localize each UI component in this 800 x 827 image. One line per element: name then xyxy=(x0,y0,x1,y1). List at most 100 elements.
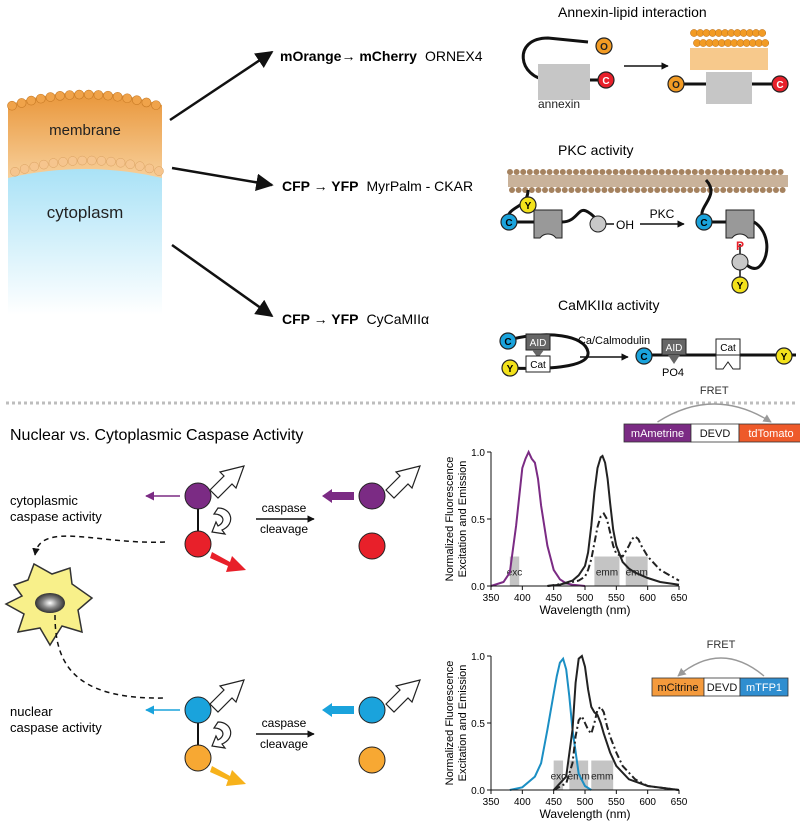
lipid-head xyxy=(764,169,771,175)
lipid-head xyxy=(705,169,711,175)
lipid-head xyxy=(687,187,694,193)
nuclear-probe: nuclear caspase activity caspase cleavag… xyxy=(10,679,421,786)
annexin-bound xyxy=(706,72,752,104)
lipid-head xyxy=(641,187,647,193)
lipid-head xyxy=(691,169,698,175)
lipid-head xyxy=(112,91,123,102)
lipid-head xyxy=(652,169,659,175)
lipid-head xyxy=(513,169,520,175)
lipid-tails xyxy=(508,175,788,187)
annexin-title: Annexin-lipid interaction xyxy=(558,4,707,20)
lipid-head xyxy=(74,89,84,100)
mcitrine-free xyxy=(358,746,386,774)
construct-segment xyxy=(739,677,789,697)
lipid-head xyxy=(645,169,652,175)
excitation-arrow xyxy=(209,465,245,499)
excitation-arrow xyxy=(385,465,421,499)
yellow-emission-arrow xyxy=(210,766,246,786)
x-tick-label: 600 xyxy=(639,797,656,808)
x-tick-label: 450 xyxy=(545,593,562,604)
lipid-head xyxy=(528,187,535,193)
lipid-head xyxy=(744,169,751,175)
cell-membrane-illustration: membrane cytoplasm xyxy=(7,89,164,315)
lipid-head xyxy=(45,92,56,102)
lipid-head xyxy=(535,187,542,193)
y-axis-label: Excitation and Emission xyxy=(457,461,469,578)
x-tick-label: 600 xyxy=(639,593,656,604)
camk-title: CaMKIIα activity xyxy=(558,297,659,313)
lipid-head xyxy=(58,157,68,167)
lipid-head xyxy=(526,169,533,175)
y-tick-label: 1.0 xyxy=(471,652,485,663)
cell-illustration xyxy=(4,535,166,699)
lipid-head xyxy=(125,159,135,170)
lipid-head xyxy=(594,187,601,193)
construct-segment-label: DEVD xyxy=(707,682,738,694)
lipid-head xyxy=(757,169,764,175)
spectrum-series-1 xyxy=(552,654,680,791)
spectrum-series-0 xyxy=(490,449,586,587)
lipid-head xyxy=(548,187,555,193)
lipid-head xyxy=(678,169,685,175)
lipid-head xyxy=(758,29,767,37)
lipid-head xyxy=(553,169,560,175)
lipid-head xyxy=(733,187,740,193)
lipid-head xyxy=(766,187,773,193)
cytoplasmic-probe: cytoplasmic caspase activity caspase cle… xyxy=(10,465,421,572)
oh-label: OH xyxy=(616,218,634,232)
pkc-title: PKC activity xyxy=(558,142,633,158)
lipid-head xyxy=(627,187,634,193)
x-tick-label: 400 xyxy=(514,797,531,808)
mametrine-free xyxy=(358,482,386,510)
c-label: C xyxy=(700,218,707,229)
phospho-label: P xyxy=(736,239,744,253)
spectrum-series-1 xyxy=(547,454,680,587)
sensor-name: CyCaMIIα xyxy=(367,311,430,327)
construct-segment-label: mAmetrine xyxy=(631,428,684,440)
lipid-head xyxy=(726,187,733,193)
sensor-fret-pair: CFP → YFP xyxy=(282,178,359,194)
x-tick-label: 550 xyxy=(608,797,625,808)
lipid-head xyxy=(665,169,672,175)
pkc-membrane xyxy=(507,169,788,193)
lipid-head xyxy=(614,187,621,193)
y-tick-label: 0.5 xyxy=(471,515,485,526)
y-label: Y xyxy=(737,281,744,292)
construct-segment xyxy=(738,423,800,443)
x-tick-label: 350 xyxy=(483,593,500,604)
cfp-fluorophore xyxy=(695,213,713,231)
lipid-head xyxy=(632,169,639,175)
lipid-head xyxy=(67,156,78,166)
c-label: C xyxy=(640,352,647,363)
lipid-head xyxy=(151,100,161,110)
lipid-head xyxy=(35,93,46,104)
lipid-head xyxy=(713,187,720,193)
lipid-head xyxy=(658,169,665,175)
lipid-head xyxy=(106,156,116,167)
sensor-name: ORNEX4 xyxy=(425,48,483,64)
x-axis-label: Wavelength (nm) xyxy=(540,807,631,821)
construct-segment-label: mCitrine xyxy=(658,682,699,694)
y-axis-label: Normalized Fluorescence xyxy=(444,661,456,786)
caspase-title: Nuclear vs. Cytoplasmic Caspase Activity xyxy=(10,427,303,444)
c-label: C xyxy=(504,337,511,348)
lipid-head xyxy=(588,187,595,193)
y-label: Y xyxy=(507,364,514,375)
y-label: Y xyxy=(781,352,788,363)
filter-band xyxy=(591,760,614,790)
yfp-fluorophore xyxy=(731,276,749,294)
lipid-head xyxy=(55,91,65,101)
lipid-head xyxy=(144,163,155,174)
cat-domain xyxy=(525,355,551,373)
fret-label: FRET xyxy=(707,639,736,651)
lipid-head xyxy=(540,169,546,175)
lipid-tails xyxy=(690,48,768,70)
filter-band-label: emm xyxy=(591,771,613,782)
c-label: C xyxy=(602,76,609,87)
lipid-head xyxy=(573,169,579,175)
lipid-head xyxy=(93,90,104,100)
lipid-head xyxy=(753,187,760,193)
lipid-head xyxy=(621,187,628,193)
x-tick-label: 400 xyxy=(514,593,531,604)
